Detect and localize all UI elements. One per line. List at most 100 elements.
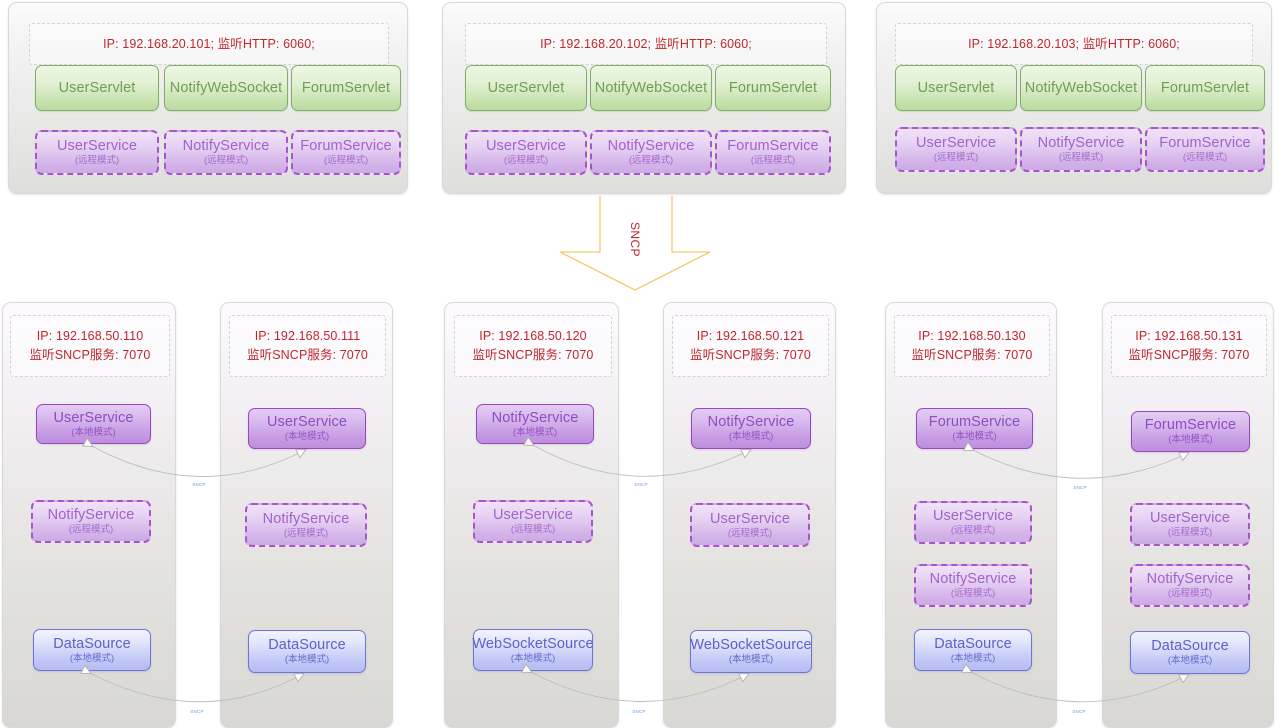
endpoint-box-notifywebsocket[interactable]: NotifyWebSocket	[590, 65, 712, 111]
datasource-name: WebSocketSource	[472, 635, 594, 652]
service-node-panel-131[interactable]: IP: 192.168.50.131 监听SNCP服务: 7070 ForumS…	[1102, 302, 1274, 728]
service-mode: (远程模式)	[628, 155, 674, 167]
service-name: ForumService	[727, 138, 819, 155]
service-box-local[interactable]: NotifyService (本地模式)	[691, 408, 811, 449]
datasource-mode: (本地模式)	[1167, 655, 1213, 667]
datasource-name: DataSource	[1151, 638, 1229, 655]
ip-header: IP: 192.168.50.131 监听SNCP服务: 7070	[1111, 315, 1267, 377]
service-box-forumservice-remote[interactable]: ForumService (远程模式)	[291, 130, 401, 175]
ip-line-2: 监听SNCP服务: 7070	[1128, 348, 1250, 362]
service-name: ForumService	[1144, 417, 1237, 434]
datasource-name: DataSource	[268, 637, 346, 654]
service-mode: (远程模式)	[1167, 588, 1213, 600]
sncp-link-label: SNCP	[190, 709, 204, 714]
service-name: NotifyService	[491, 409, 579, 426]
ip-text: IP: 192.168.20.103; 监听HTTP: 6060;	[968, 36, 1180, 51]
datasource-name: DataSource	[934, 635, 1012, 652]
datasource-box[interactable]: DataSource (本地模式)	[248, 630, 366, 673]
datasource-mode: (本地模式)	[69, 652, 115, 664]
service-box-remote[interactable]: UserService (远程模式)	[1130, 503, 1250, 546]
service-name: ForumService	[928, 414, 1021, 431]
sncp-link-label: SNCP	[192, 482, 206, 487]
endpoint-label: ForumServlet	[301, 79, 391, 96]
app-node-panel-103[interactable]: IP: 192.168.20.103; 监听HTTP: 6060; UserSe…	[876, 2, 1272, 194]
service-box-notifyservice-remote[interactable]: NotifyService (远程模式)	[1020, 127, 1142, 172]
service-box-remote[interactable]: NotifyService (远程模式)	[245, 503, 367, 547]
ip-header: IP: 192.168.50.111 监听SNCP服务: 7070	[229, 315, 386, 377]
service-box-local[interactable]: ForumService (本地模式)	[1131, 411, 1250, 452]
service-box-userservice-remote[interactable]: UserService (远程模式)	[895, 127, 1017, 172]
endpoint-box-userservlet[interactable]: UserServlet	[465, 65, 587, 111]
service-box-forumservice-remote[interactable]: ForumService (远程模式)	[715, 130, 831, 175]
endpoint-box-notifywebsocket[interactable]: NotifyWebSocket	[164, 65, 288, 111]
datasource-box[interactable]: DataSource (本地模式)	[33, 629, 151, 671]
service-box-userservice-remote[interactable]: UserService (远程模式)	[35, 130, 159, 175]
endpoint-box-forumservlet[interactable]: ForumServlet	[1145, 65, 1265, 111]
service-mode: (本地模式)	[71, 426, 116, 438]
ip-line-2: 监听SNCP服务: 7070	[247, 348, 368, 362]
service-name: ForumService	[300, 138, 392, 155]
service-box-notifyservice-remote[interactable]: NotifyService (远程模式)	[164, 130, 288, 175]
service-box-remote[interactable]: NotifyService (远程模式)	[31, 500, 151, 543]
service-node-panel-111[interactable]: IP: 192.168.50.111 监听SNCP服务: 7070 UserSe…	[220, 302, 393, 728]
endpoint-label: ForumServlet	[728, 79, 818, 96]
ip-header: IP: 192.168.50.120 监听SNCP服务: 7070	[454, 315, 612, 377]
service-mode: (本地模式)	[284, 431, 330, 443]
ip-line-2: 监听SNCP服务: 7070	[472, 348, 594, 362]
service-name: UserService	[1149, 510, 1231, 527]
datasource-mode: (本地模式)	[950, 652, 996, 664]
sncp-arrow-label: SNCP	[628, 222, 642, 257]
service-mode: (远程模式)	[323, 155, 369, 167]
datasource-name: DataSource	[53, 635, 131, 652]
endpoint-box-forumservlet[interactable]: ForumServlet	[715, 65, 831, 111]
service-name: UserService	[56, 138, 138, 155]
service-box-notifyservice-remote[interactable]: NotifyService (远程模式)	[590, 130, 712, 175]
service-box-local[interactable]: UserService (本地模式)	[248, 408, 366, 449]
datasource-box[interactable]: DataSource (本地模式)	[914, 629, 1032, 671]
service-box-remote[interactable]: UserService (远程模式)	[690, 503, 810, 547]
service-box-remote[interactable]: UserService (远程模式)	[914, 501, 1032, 544]
service-box-remote[interactable]: NotifyService (远程模式)	[1130, 564, 1250, 607]
service-name: UserService	[485, 138, 567, 155]
endpoint-box-notifywebsocket[interactable]: NotifyWebSocket	[1020, 65, 1142, 111]
sncp-link-label: SNCP	[1073, 485, 1087, 490]
ip-text: IP: 192.168.20.101; 监听HTTP: 6060;	[103, 36, 315, 51]
service-name: UserService	[266, 414, 348, 431]
service-name: UserService	[492, 507, 574, 524]
service-box-userservice-remote[interactable]: UserService (远程模式)	[465, 130, 587, 175]
ip-line-1: IP: 192.168.50.111	[254, 329, 361, 343]
service-mode: (远程模式)	[203, 155, 249, 167]
datasource-box[interactable]: WebSocketSource (本地模式)	[690, 630, 812, 673]
sncp-link-label: SNCP	[632, 709, 646, 714]
endpoint-label: UserServlet	[58, 79, 136, 96]
endpoint-box-userservlet[interactable]: UserServlet	[35, 65, 159, 111]
datasource-box[interactable]: WebSocketSource (本地模式)	[472, 629, 594, 671]
ip-line-1: IP: 192.168.50.120	[479, 329, 587, 343]
app-node-panel-102[interactable]: IP: 192.168.20.102; 监听HTTP: 6060; UserSe…	[442, 2, 846, 194]
endpoint-box-userservlet[interactable]: UserServlet	[895, 65, 1017, 111]
service-box-remote[interactable]: NotifyService (远程模式)	[914, 564, 1032, 607]
service-box-forumservice-remote[interactable]: ForumService (远程模式)	[1145, 127, 1265, 172]
service-mode: (远程模式)	[933, 152, 979, 164]
service-name: NotifyService	[707, 414, 795, 431]
ip-header: IP: 192.168.50.121 监听SNCP服务: 7070	[672, 315, 829, 377]
service-node-panel-120[interactable]: IP: 192.168.50.120 监听SNCP服务: 7070 Notify…	[444, 302, 619, 728]
service-box-local[interactable]: ForumService (本地模式)	[916, 408, 1033, 449]
endpoint-label: UserServlet	[917, 79, 995, 96]
service-name: ForumService	[1159, 135, 1251, 152]
service-mode: (远程模式)	[1167, 527, 1213, 539]
datasource-mode: (本地模式)	[728, 654, 774, 666]
ip-header: IP: 192.168.20.103; 监听HTTP: 6060;	[895, 23, 1253, 65]
service-box-remote[interactable]: UserService (远程模式)	[473, 500, 593, 543]
service-name: NotifyService	[607, 138, 695, 155]
ip-line-2: 监听SNCP服务: 7070	[690, 348, 811, 362]
service-node-panel-130[interactable]: IP: 192.168.50.130 监听SNCP服务: 7070 ForumS…	[885, 302, 1057, 728]
service-node-panel-121[interactable]: IP: 192.168.50.121 监听SNCP服务: 7070 Notify…	[663, 302, 836, 728]
datasource-box[interactable]: DataSource (本地模式)	[1130, 631, 1250, 674]
service-box-local[interactable]: UserService (本地模式)	[36, 404, 151, 444]
endpoint-box-forumservlet[interactable]: ForumServlet	[291, 65, 401, 111]
service-box-local[interactable]: NotifyService (本地模式)	[476, 404, 594, 444]
service-node-panel-110[interactable]: IP: 192.168.50.110 监听SNCP服务: 7070 UserSe…	[2, 302, 176, 728]
app-node-panel-101[interactable]: IP: 192.168.20.101; 监听HTTP: 6060; UserSe…	[8, 2, 408, 194]
service-mode: (本地模式)	[512, 426, 558, 438]
